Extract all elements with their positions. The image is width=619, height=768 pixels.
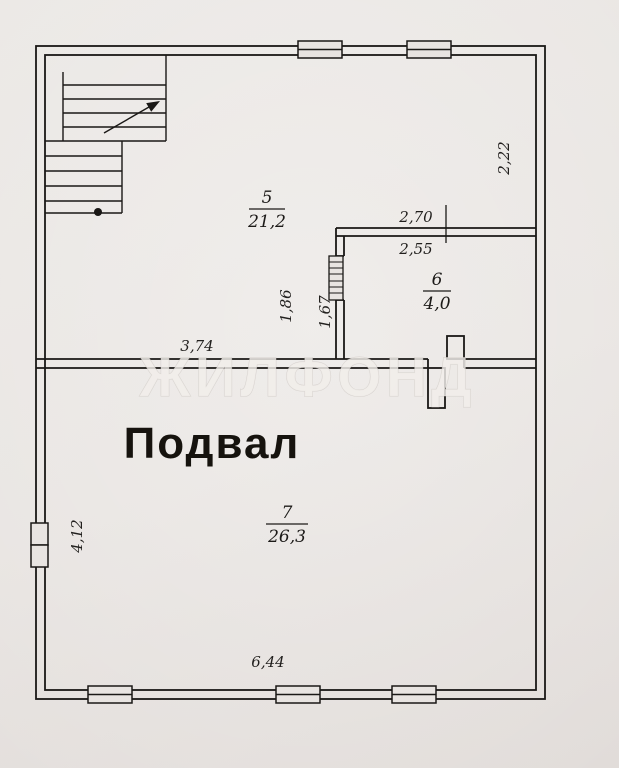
- room7-area: 26,3: [267, 527, 306, 547]
- dim-passage-left: 1,86: [277, 289, 295, 323]
- dim-passage-right: 1,67: [316, 295, 334, 329]
- window-left-lower: [30, 544, 49, 568]
- door-hatch-frame: [328, 255, 344, 301]
- stair-arrowhead-icon: [146, 101, 160, 112]
- dim-bottom-wall: 6,44: [251, 653, 284, 671]
- stair-direction-arrow: [103, 106, 150, 134]
- stair-boundaries: [45, 55, 167, 214]
- door-hatch-lines: [329, 261, 343, 294]
- room7-number: 7: [282, 503, 293, 523]
- doorway-jamb-upper: [446, 335, 465, 360]
- door-hatch: [328, 255, 344, 301]
- doorway-jamb-lower: [427, 367, 446, 409]
- windows: [30, 40, 452, 704]
- room5-area: 21,2: [247, 212, 286, 232]
- stair-start-dot: [94, 208, 102, 216]
- room6-number: 6: [432, 270, 443, 290]
- room7-label: 7 26,3: [266, 503, 308, 547]
- dim-room6-width-outer: 2,70: [398, 208, 433, 226]
- agency-watermark: ЖИЛФОНД: [139, 345, 477, 408]
- mid-wall: [36, 358, 536, 369]
- stairs: [45, 55, 167, 216]
- room6-label: 6 4,0: [422, 270, 451, 314]
- room5-label: 5 21,2: [247, 188, 286, 232]
- dim-mid-wall: 3,74: [180, 337, 213, 355]
- dim-room6-width-inner: 2,55: [398, 240, 432, 258]
- dim-right-wall: 2,22: [495, 141, 513, 175]
- dim-left-wall: 4,12: [68, 519, 86, 553]
- room6-area: 4,0: [422, 294, 450, 314]
- room6-top-wall: [335, 227, 536, 237]
- window-left-upper: [30, 522, 49, 546]
- basement-title: Подвал: [124, 419, 301, 468]
- room5-number: 5: [262, 188, 273, 208]
